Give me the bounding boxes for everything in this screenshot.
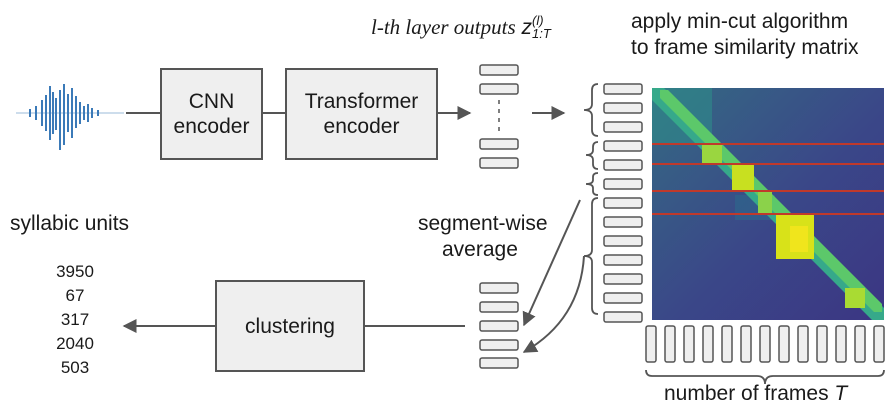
layer-output-frames [479,64,519,169]
clustering-label: clustering [245,314,335,338]
mincut-label-2: to frame similarity matrix [631,36,859,59]
layer-outputs-sup: (l) [532,13,544,28]
number-of-frames-text: number of frames [664,382,829,405]
transformer-encoder-box: Transformer encoder [285,68,438,160]
similarity-matrix [652,88,884,320]
arrow-average-segment-a [522,199,581,327]
cnn-encoder-label-2: encoder [173,115,250,138]
arrow-average-segment-b [522,255,585,353]
unit-id: 503 [60,358,90,377]
unit-id: 67 [65,286,85,305]
frame-row [645,325,885,363]
unit-id: 2040 [56,334,94,353]
transformer-encoder-label-2: encoder [323,115,400,138]
mincut-label-1: apply min-cut algorithm [631,10,849,33]
min-cut-lines [652,143,884,215]
frames-brace [645,369,885,385]
waveform-icon [16,84,124,150]
layer-outputs-var: z [521,16,533,39]
segment-average-label-2: average [442,238,518,261]
unit-id: 3950 [56,262,94,281]
layer-outputs-text: l-th layer outputs [371,15,516,39]
layer-outputs-sub: 1:T [532,26,551,41]
syllabic-units-label: syllabic units [10,212,130,235]
segment-braces [583,83,599,315]
segment-average-frames [479,282,519,369]
frame-column [603,83,643,323]
cnn-encoder-label-1: CNN [188,90,235,113]
number-of-frames-label: number of frames T [664,382,847,406]
clustering-box: clustering [215,280,365,372]
segment-average-label-1: segment-wise [418,212,548,235]
transformer-encoder-label-1: Transformer [304,90,419,113]
number-of-frames-var: T [834,382,848,405]
unit-id: 317 [60,310,90,329]
cnn-encoder-box: CNN encoder [160,68,263,160]
layer-outputs-label: l-th layer outputs z(l)1:T [371,14,551,40]
